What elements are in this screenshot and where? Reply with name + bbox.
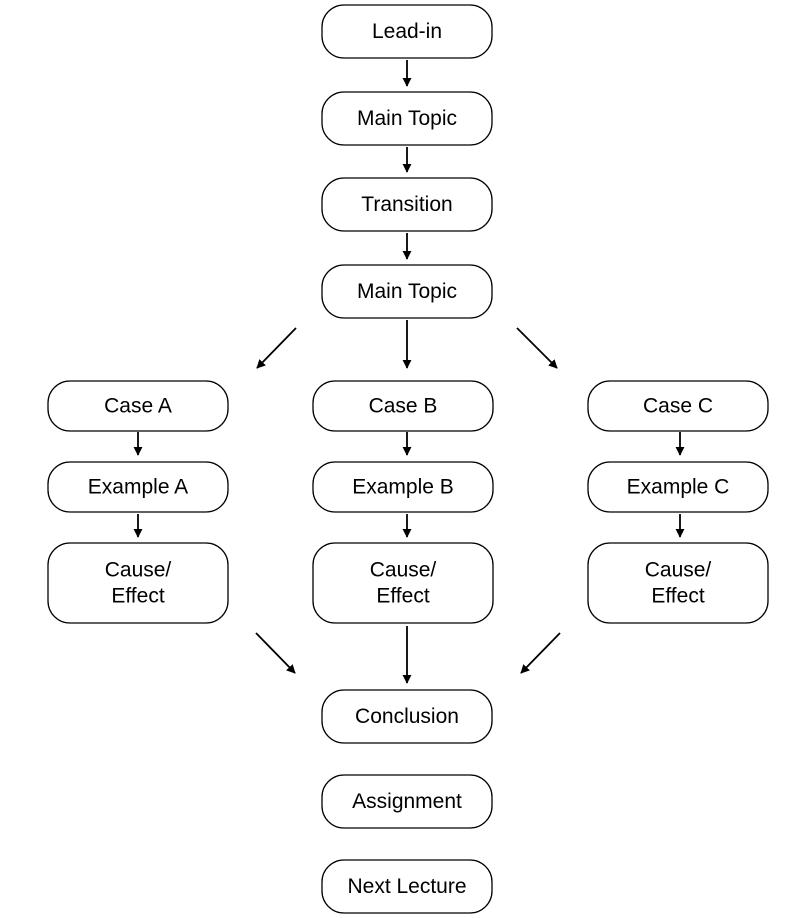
node-label: Cause/: [370, 559, 437, 582]
node-case-c: Case C: [587, 380, 769, 432]
node-label: Example C: [627, 476, 730, 499]
node-label: Case A: [104, 395, 172, 418]
node-box: [312, 461, 494, 513]
node-label: Effect: [376, 585, 429, 608]
node-box: [312, 380, 494, 432]
node-box: [321, 177, 493, 232]
node-next-lecture: Next Lecture: [321, 859, 493, 914]
node-cause-effect-a: Cause/Effect: [47, 542, 229, 624]
node-label: Next Lecture: [347, 875, 466, 898]
node-label: Example A: [88, 476, 188, 499]
node-case-b: Case B: [312, 380, 494, 432]
node-label: Conclusion: [355, 705, 459, 728]
node-label: Lead-in: [372, 20, 442, 43]
node-label: Case B: [369, 395, 438, 418]
node-box: [321, 4, 493, 59]
node-main-topic-2: Main Topic: [321, 264, 493, 319]
node-assignment: Assignment: [321, 774, 493, 829]
node-example-c: Example C: [587, 461, 769, 513]
node-label: Transition: [361, 193, 452, 216]
node-box: [587, 542, 769, 624]
node-conclusion: Conclusion: [321, 689, 493, 744]
node-label: Main Topic: [357, 280, 457, 303]
edge-main-topic-2-to-case-a: [256, 327, 297, 369]
edge-main-topic-2-to-case-c: [516, 327, 558, 369]
node-box: [47, 542, 229, 624]
node-box: [321, 91, 493, 146]
node-box: [321, 264, 493, 319]
node-case-a: Case A: [47, 380, 229, 432]
edges-layer: [133, 60, 685, 684]
node-example-a: Example A: [47, 461, 229, 513]
node-label: Case C: [643, 395, 713, 418]
node-box: [312, 542, 494, 624]
node-label: Assignment: [352, 790, 462, 813]
node-box: [47, 380, 229, 432]
node-example-b: Example B: [312, 461, 494, 513]
node-label: Cause/: [105, 559, 172, 582]
node-box: [321, 859, 493, 914]
node-lead-in: Lead-in: [321, 4, 493, 59]
node-box: [321, 689, 493, 744]
edge-cause-effect-a-to-conclusion: [255, 632, 296, 674]
node-transition: Transition: [321, 177, 493, 232]
node-cause-effect-c: Cause/Effect: [587, 542, 769, 624]
node-label: Example B: [352, 476, 454, 499]
node-cause-effect-b: Cause/Effect: [312, 542, 494, 624]
node-label: Effect: [651, 585, 704, 608]
node-label: Effect: [111, 585, 164, 608]
node-box: [321, 774, 493, 829]
node-main-topic-1: Main Topic: [321, 91, 493, 146]
node-box: [587, 380, 769, 432]
edge-cause-effect-c-to-conclusion: [520, 632, 561, 674]
node-box: [47, 461, 229, 513]
node-label: Main Topic: [357, 107, 457, 130]
node-label: Cause/: [645, 559, 712, 582]
node-box: [587, 461, 769, 513]
